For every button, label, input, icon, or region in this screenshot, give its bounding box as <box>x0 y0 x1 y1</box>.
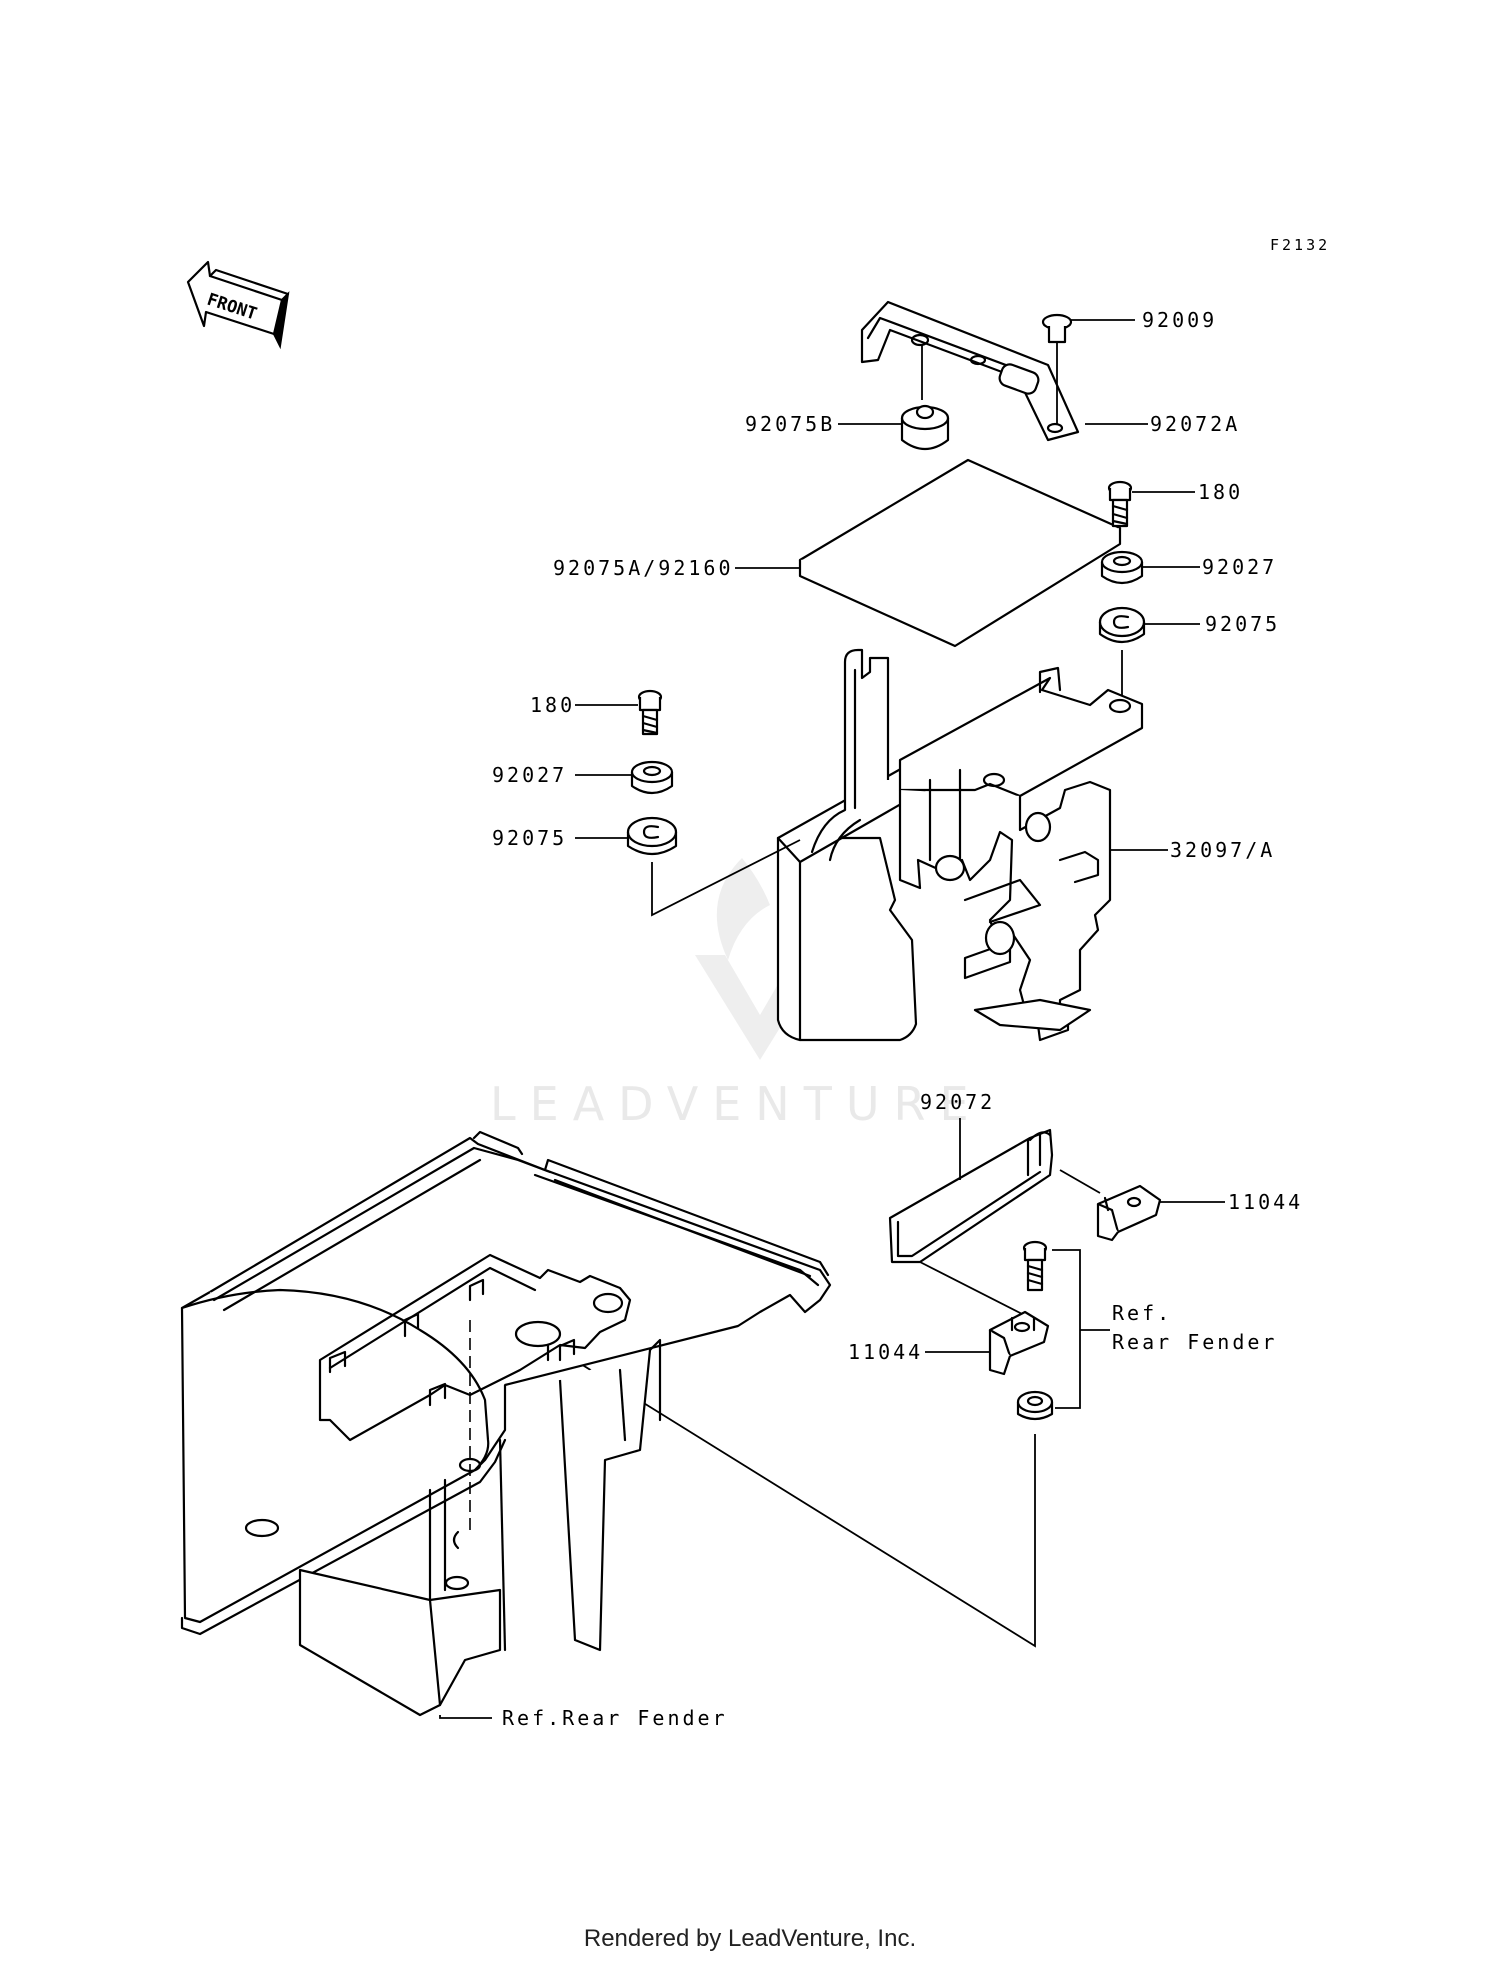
pad-92075A-92160 <box>798 458 1122 648</box>
callout-92009: 92009 <box>1142 308 1217 332</box>
clip-11044-left <box>988 1310 1050 1376</box>
assembly-line-left <box>651 839 801 917</box>
grommet-92075-right <box>1098 606 1146 700</box>
collar-92027-right <box>1100 550 1144 585</box>
bolt-rear-fender <box>1022 1240 1048 1292</box>
callout-92027-right: 92027 <box>1202 555 1277 579</box>
callout-11044-right: 11044 <box>1228 1190 1303 1214</box>
nut-rear-fender <box>1016 1390 1054 1421</box>
callout-ref-line2: Rear Fender <box>1112 1330 1277 1354</box>
bracket-92072A <box>860 300 1080 442</box>
leader-lines <box>575 319 1225 1353</box>
callout-ref-rear-fender-bottom: Ref.Rear Fender <box>502 1706 728 1730</box>
callout-11044-left: 11044 <box>848 1340 923 1364</box>
callout-92072A: 92072A <box>1150 412 1240 436</box>
callout-180-right: 180 <box>1198 480 1243 504</box>
grommet-92075B <box>900 404 950 451</box>
callout-92027-left: 92027 <box>492 763 567 787</box>
assembly-line-bottom <box>509 1319 1036 1648</box>
callout-ref-line1: Ref. <box>1112 1301 1172 1325</box>
callout-92075B: 92075B <box>745 412 835 436</box>
footer-credit: Rendered by LeadVenture, Inc. <box>584 1925 916 1952</box>
callout-92075-left: 92075 <box>492 826 567 850</box>
rear-fender <box>180 1130 832 1719</box>
grommet-92075-left <box>626 816 678 856</box>
screw-92009 <box>1041 313 1073 425</box>
front-arrow-icon: FRONT <box>186 260 290 350</box>
watermark-text: LEADVENTURE <box>490 1077 983 1131</box>
callout-92075A-92160: 92075A/92160 <box>553 556 734 580</box>
callout-92075-right: 92075 <box>1205 612 1280 636</box>
bolt-180-left <box>637 689 663 736</box>
figure-code: F2132 <box>1270 236 1330 254</box>
clip-11044-right <box>1096 1184 1162 1242</box>
strap-92072 <box>888 1128 1101 1319</box>
battery-case-32097A <box>776 648 1144 1042</box>
callout-92072: 92072 <box>920 1090 995 1114</box>
callout-32097A: 32097/A <box>1170 838 1275 862</box>
ref-bracket-line <box>1052 1249 1081 1409</box>
callout-labels: 92009 92072A 92075B 180 92075A/92160 920… <box>492 308 1303 1730</box>
callout-180-left: 180 <box>530 693 575 717</box>
bolt-180-right <box>1107 480 1133 528</box>
collar-92027-left <box>630 760 674 795</box>
